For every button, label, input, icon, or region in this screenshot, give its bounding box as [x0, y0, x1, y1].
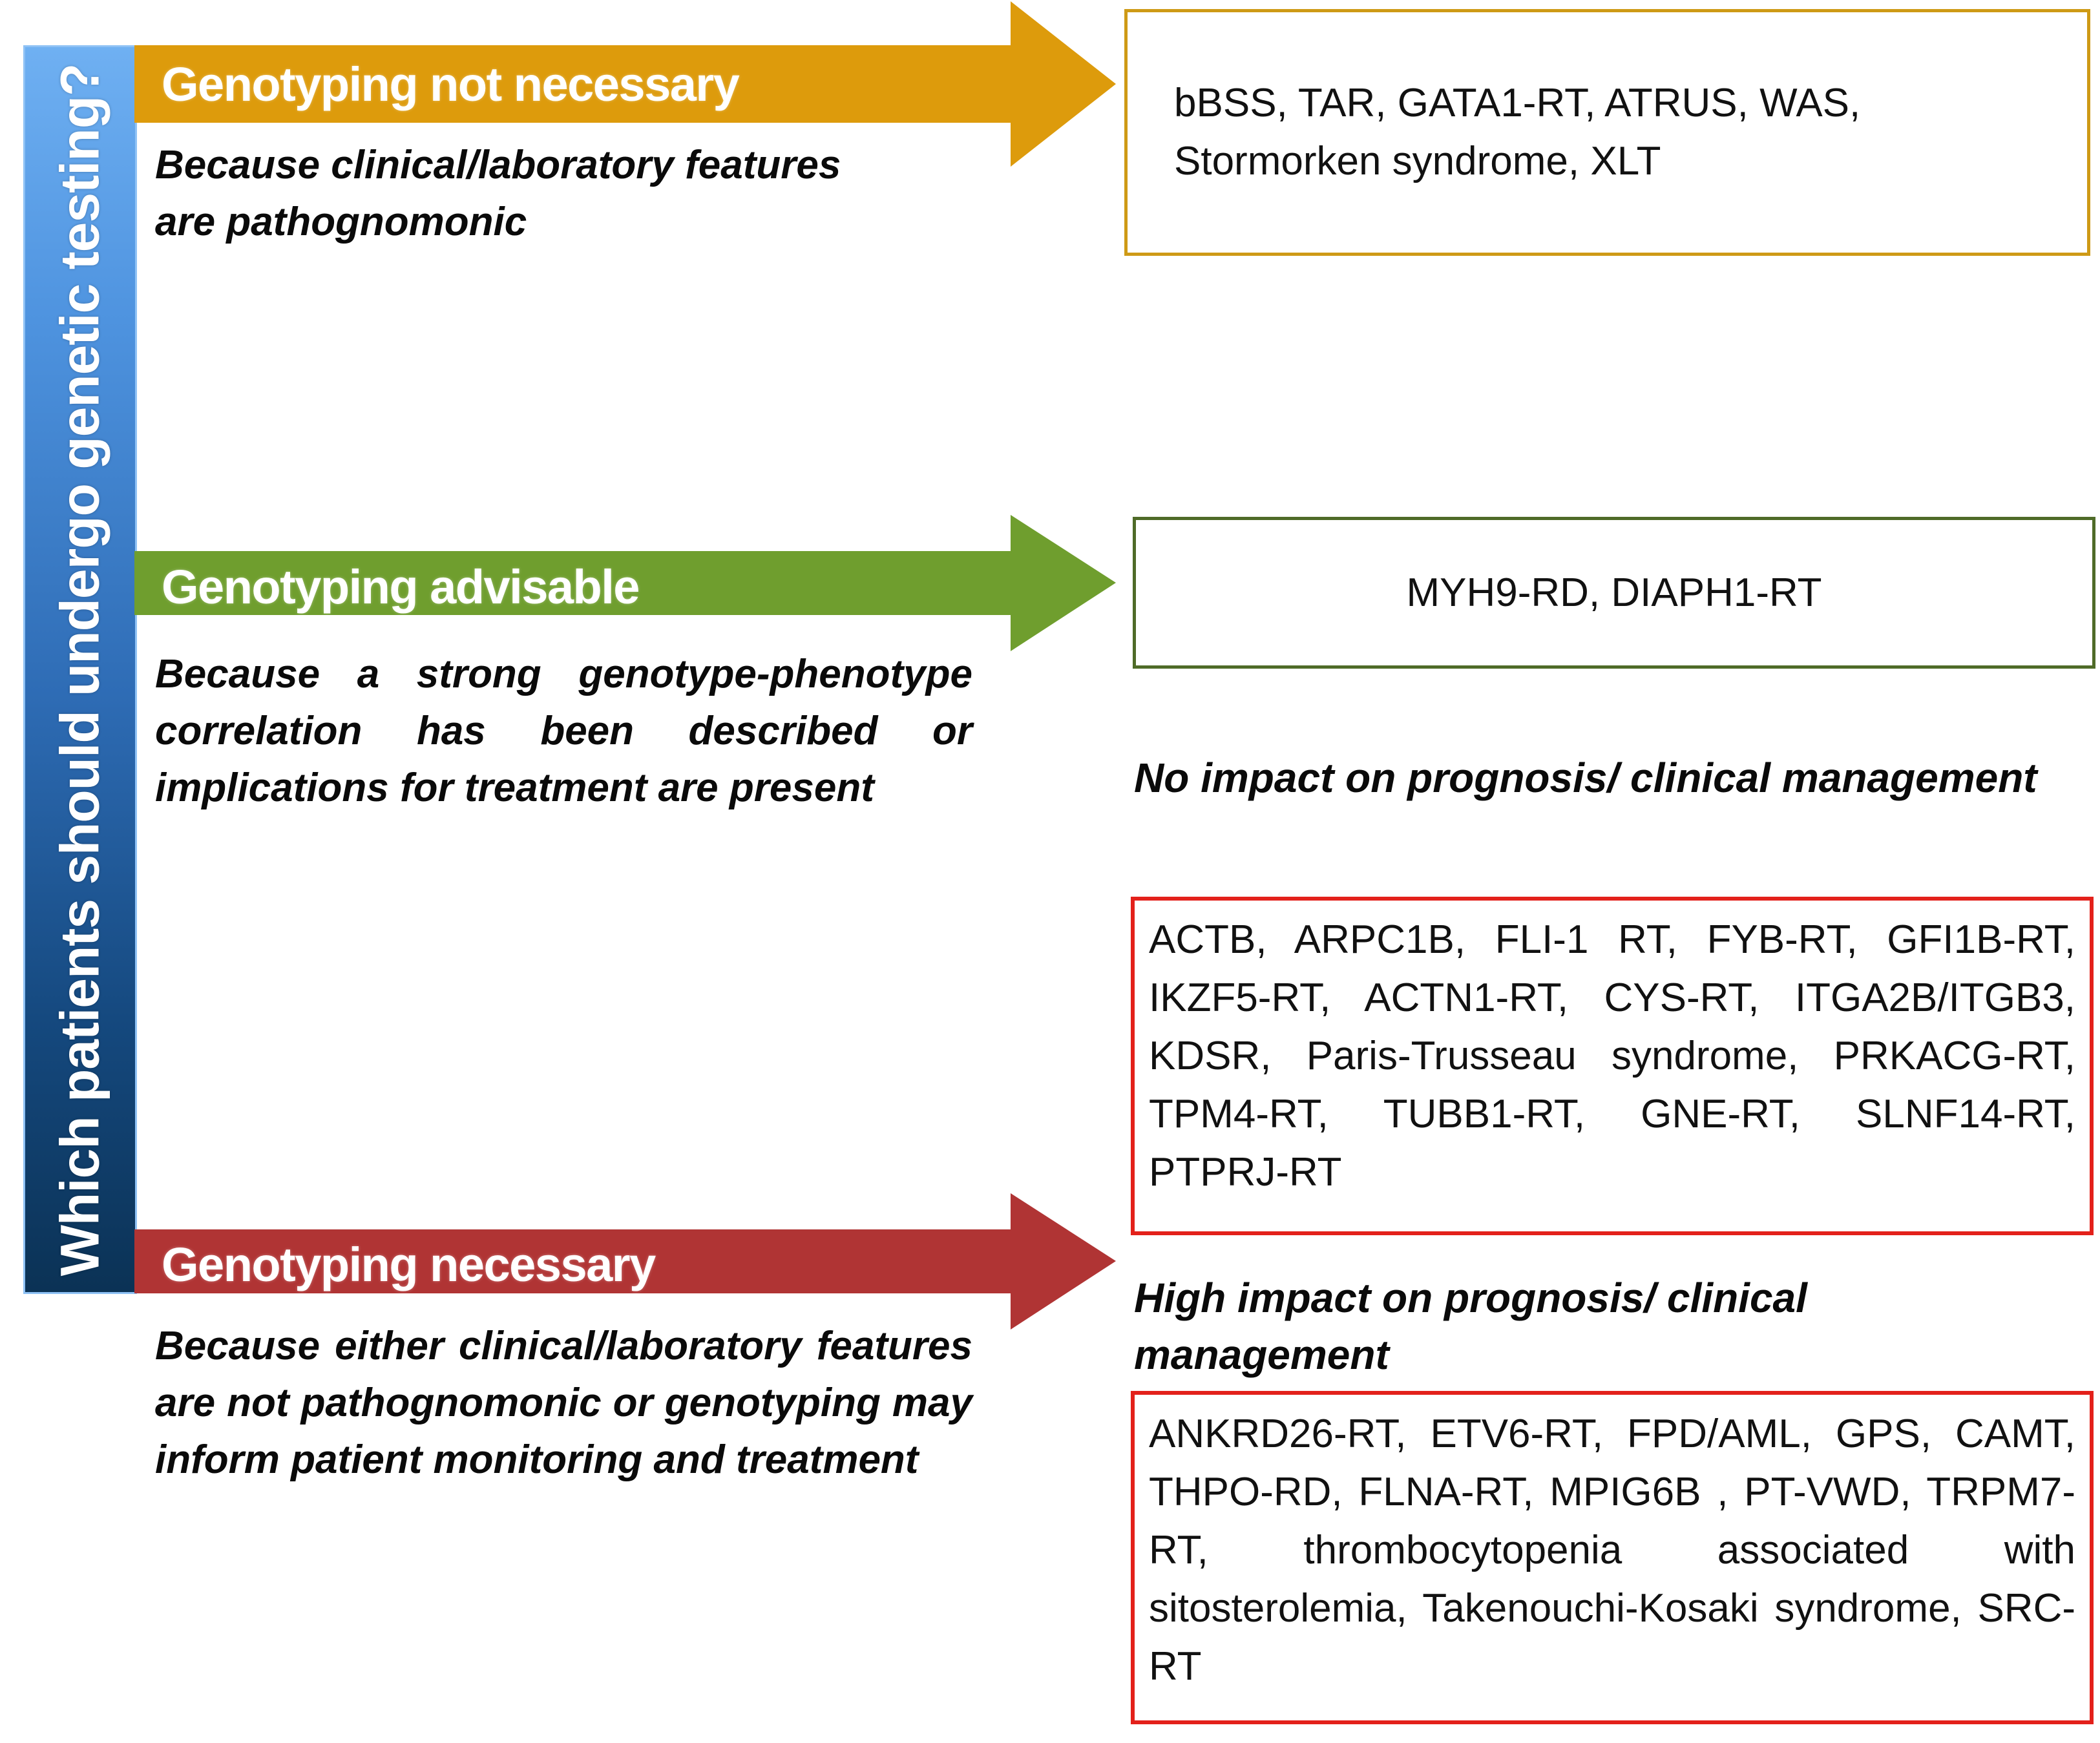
rationale-not-necessary: Because clinical/laboratory features are… [155, 143, 841, 245]
genetic-testing-question-label: Which patients should undergo genetic te… [49, 63, 110, 1276]
arrow-genotyping-not-necessary [134, 0, 1117, 168]
gene-box-not-necessary: bBSS, TAR, GATA1-RT, ATRUS, WAS, Stormor… [1124, 9, 2090, 256]
rationale-necessary: Because either clinical/laboratory featu… [155, 1324, 972, 1483]
gene-list-advisable: MYH9-RD, DIAPH1-RT [1406, 570, 1822, 615]
gene-list-no-impact: ACTB, ARPC1B, FLI-1 RT, FYB-RT, GFI1B-RT… [1149, 917, 2075, 1195]
arrow-label-genotyping-necessary: Genotyping necessary [162, 1238, 656, 1291]
gene-box-no-impact: ACTB, ARPC1B, FLI-1 RT, FYB-RT, GFI1B-RT… [1131, 897, 2094, 1235]
arrow-genotyping-necessary [134, 1192, 1117, 1331]
gene-list-not-necessary: bBSS, TAR, GATA1-RT, ATRUS, WAS, Stormor… [1174, 81, 1861, 183]
arrow-genotyping-advisable [134, 514, 1117, 652]
note-high-impact: High impact on prognosis/ clinical manag… [1134, 1275, 1807, 1379]
gene-box-advisable: MYH9-RD, DIAPH1-RT [1133, 517, 2095, 669]
arrow-label-genotyping-advisable: Genotyping advisable [162, 560, 640, 614]
gene-box-high-impact: ANKRD26-RT, ETV6-RT, FPD/AML, GPS, CAMT,… [1131, 1391, 2094, 1724]
arrow-label-genotyping-not-necessary: Genotyping not necessary [162, 57, 740, 111]
rationale-advisable: Because a strong genotype-phenotype corr… [155, 652, 972, 811]
gene-list-high-impact: ANKRD26-RT, ETV6-RT, FPD/AML, GPS, CAMT,… [1149, 1412, 2075, 1689]
note-no-impact: No impact on prognosis/ clinical managem… [1134, 755, 2037, 801]
genetic-testing-question-bar: Which patients should undergo genetic te… [23, 45, 137, 1294]
